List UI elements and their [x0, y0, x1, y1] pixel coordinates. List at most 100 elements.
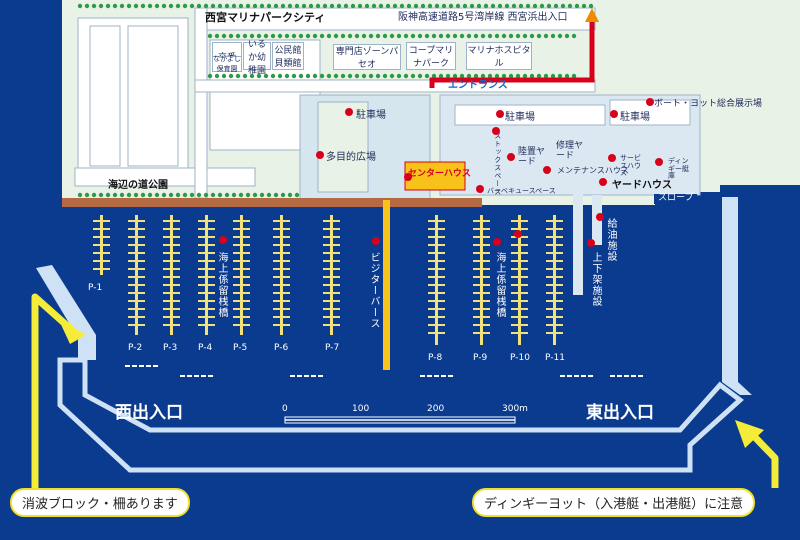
- tree: [347, 73, 353, 79]
- tree: [536, 73, 542, 79]
- finger-pier: [473, 220, 490, 222]
- tree: [196, 3, 202, 9]
- tree: [494, 73, 500, 79]
- tree: [217, 3, 223, 9]
- plaza-label: 多目的広場: [326, 152, 376, 163]
- finger-pier: [546, 228, 563, 230]
- finger-pier: [473, 252, 490, 254]
- tree: [228, 33, 234, 39]
- tree: [252, 192, 258, 198]
- finger-pier: [473, 300, 490, 302]
- tree: [242, 33, 248, 39]
- finger-pier: [428, 228, 445, 230]
- tree: [434, 3, 440, 9]
- tree: [119, 192, 125, 198]
- tree: [455, 3, 461, 9]
- pier-label-p-6: P-6: [274, 343, 289, 353]
- location-marker-dot: [476, 185, 484, 193]
- finger-pier: [546, 276, 563, 278]
- location-marker-dot: [493, 238, 501, 246]
- finger-pier: [511, 244, 528, 246]
- finger-pier: [273, 260, 290, 262]
- finger-pier: [233, 236, 250, 238]
- tree: [501, 73, 507, 79]
- tree: [270, 33, 276, 39]
- pier-spine: [553, 215, 556, 345]
- tree: [525, 3, 531, 9]
- tree: [298, 73, 304, 79]
- tree: [396, 73, 402, 79]
- tree: [403, 73, 409, 79]
- tree: [567, 3, 573, 9]
- finger-pier: [128, 276, 145, 278]
- nursery-building: なかよし保育園: [212, 55, 242, 73]
- outer-breakwater: [57, 357, 744, 473]
- tree: [214, 73, 220, 79]
- tree: [315, 3, 321, 9]
- finger-pier: [128, 244, 145, 246]
- finger-pier: [511, 252, 528, 254]
- tree: [249, 33, 255, 39]
- finger-pier: [511, 332, 528, 334]
- shops-label: 専門店ゾーンパセオ: [335, 47, 399, 70]
- tree: [480, 73, 486, 79]
- tree: [266, 192, 272, 198]
- tree: [392, 3, 398, 9]
- tree: [375, 73, 381, 79]
- finger-pier: [323, 316, 340, 318]
- tree: [84, 3, 90, 9]
- slope-label: スロープ: [654, 193, 698, 204]
- location-marker-dot: [507, 153, 515, 161]
- finger-pier: [233, 244, 250, 246]
- tree: [343, 3, 349, 9]
- finger-pier: [163, 308, 180, 310]
- finger-pier: [273, 220, 290, 222]
- visitor-berth-shape: [383, 200, 390, 370]
- tree: [487, 33, 493, 39]
- finger-pier: [428, 236, 445, 238]
- tree: [119, 3, 125, 9]
- arrow-head-left: [58, 318, 86, 344]
- tree: [210, 192, 216, 198]
- tree: [543, 33, 549, 39]
- tree: [298, 33, 304, 39]
- boat-show-label: ボート・ヨット総合展示場: [654, 99, 763, 109]
- tree: [546, 3, 552, 9]
- tree: [466, 73, 472, 79]
- finger-pier: [163, 244, 180, 246]
- finger-pier: [428, 308, 445, 310]
- tree: [196, 192, 202, 198]
- tree: [529, 73, 535, 79]
- tree: [270, 73, 276, 79]
- tree: [459, 73, 465, 79]
- finger-pier: [428, 260, 445, 262]
- tree: [462, 3, 468, 9]
- finger-pier: [323, 236, 340, 238]
- tree: [273, 3, 279, 9]
- location-marker-dot: [492, 127, 500, 135]
- finger-pier: [128, 236, 145, 238]
- finger-pier: [128, 284, 145, 286]
- tree: [217, 192, 223, 198]
- dinghy-warning-callout: ディンギーヨット（入港艇・出港艇）に注意: [472, 488, 756, 517]
- finger-pier: [511, 260, 528, 262]
- finger-pier: [163, 324, 180, 326]
- tree: [287, 192, 293, 198]
- tree: [504, 3, 510, 9]
- warning-arrows: [31, 293, 779, 498]
- tree: [532, 3, 538, 9]
- finger-pier: [428, 276, 445, 278]
- finger-pier: [163, 284, 180, 286]
- finger-pier: [198, 244, 215, 246]
- tree: [259, 3, 265, 9]
- finger-pier: [546, 236, 563, 238]
- marker-float: [631, 375, 636, 377]
- marker-float: [581, 375, 586, 377]
- finger-pier: [198, 252, 215, 254]
- tree: [424, 33, 430, 39]
- tree: [329, 3, 335, 9]
- tree: [480, 33, 486, 39]
- marker-float: [139, 365, 144, 367]
- tree: [487, 73, 493, 79]
- tree: [378, 3, 384, 9]
